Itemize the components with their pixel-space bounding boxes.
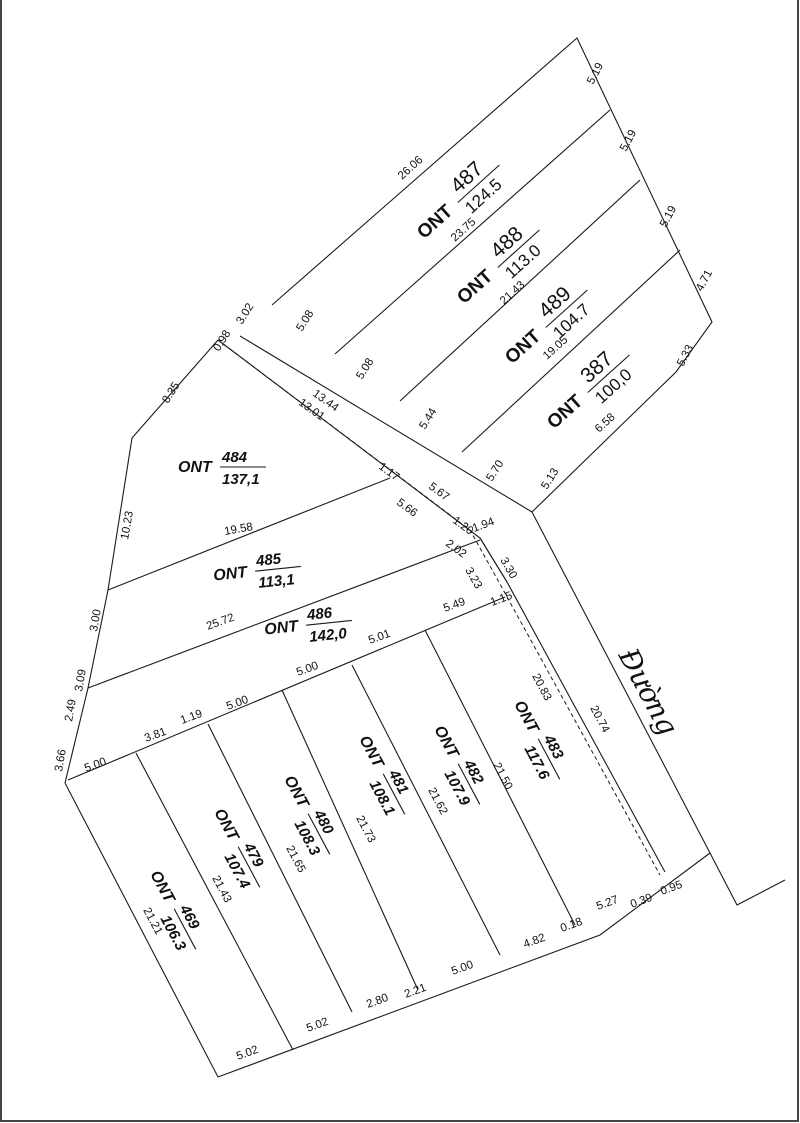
dimension-label: 5.19 <box>658 204 679 229</box>
lot-483-label: ONT 483 117.6 <box>511 698 568 783</box>
dimension-label: 3.66 <box>53 748 69 772</box>
dimension-label: 5.00 <box>83 756 108 775</box>
dimension-label: 3.00 <box>88 608 104 632</box>
svg-text:ONT: ONT <box>264 618 301 639</box>
dimension-label: 25.72 <box>205 612 236 633</box>
dimension-label: 4.82 <box>522 932 547 951</box>
svg-text:ONT: ONT <box>281 773 312 812</box>
dimension-label: 10.23 <box>119 510 136 540</box>
dimension-label: 2.02 <box>443 538 468 561</box>
lot-labels: ONT 487 124.5 ONT 488 113.0 ONT 489 104.… <box>147 157 636 954</box>
road-name: Đường <box>611 642 684 741</box>
dimension-label: 5.02 <box>235 1044 260 1063</box>
svg-text:484: 484 <box>221 449 248 466</box>
boundary-lines <box>64 37 786 1078</box>
dimension-label: 20.74 <box>587 704 611 736</box>
svg-text:ONT: ONT <box>511 698 542 737</box>
dimension-label: 4.71 <box>694 268 715 293</box>
lot-484-label: ONT 484 137,1 <box>178 449 266 488</box>
dimension-label: 19.58 <box>223 521 253 538</box>
svg-text:142,0: 142,0 <box>309 625 349 646</box>
dimension-label: 0.18 <box>559 916 584 935</box>
dimension-label: 5.70 <box>484 458 506 483</box>
dimension-label: 2.49 <box>63 698 79 722</box>
dimension-label: 3.02 <box>234 301 256 326</box>
svg-text:ONT: ONT <box>431 723 462 762</box>
dimension-label: 5.19 <box>585 61 606 86</box>
dimension-label: 20.83 <box>529 672 553 703</box>
svg-text:485: 485 <box>254 550 282 570</box>
dimension-label: 5.00 <box>225 694 250 713</box>
dimension-label: 21.43 <box>498 279 527 307</box>
dimension-label: 0.95 <box>659 879 684 898</box>
svg-text:ONT: ONT <box>147 868 178 907</box>
dimension-label: 5.08 <box>354 356 376 381</box>
dimension-label: 1.94 <box>471 516 497 535</box>
dimension-label: 3.30 <box>497 556 519 581</box>
lot-480-label: ONT 480 108.3 <box>281 773 338 859</box>
dimension-label: 5.66 <box>394 497 419 520</box>
dimension-label: 3.81 <box>143 726 168 745</box>
lot-486-label: ONT 486 142,0 <box>264 604 352 646</box>
dimension-label: 2.80 <box>365 992 390 1011</box>
dimension-labels: 5.19 5.19 5.19 4.71 5.33 26.06 23.75 21.… <box>53 61 715 1063</box>
dimension-label: 5.00 <box>450 959 475 978</box>
dimension-label: 2.21 <box>403 982 428 1001</box>
dimension-label: 5.01 <box>367 628 392 647</box>
dimension-label: 21.43 <box>209 874 233 905</box>
svg-text:137,1: 137,1 <box>222 471 260 488</box>
svg-text:ONT: ONT <box>543 391 587 434</box>
svg-text:ONT: ONT <box>501 326 545 369</box>
dimension-label: 5.44 <box>417 406 439 432</box>
dimension-label: 3.23 <box>462 566 484 591</box>
svg-text:ONT: ONT <box>453 266 497 309</box>
dimension-label: 21.50 <box>490 761 514 792</box>
dimension-label: 5.08 <box>294 308 316 333</box>
lot-485-label: ONT 485 113,1 <box>213 550 301 592</box>
dimension-label: 5.33 <box>675 343 696 368</box>
dimension-label: 21.73 <box>353 814 377 845</box>
svg-text:ONT: ONT <box>356 733 387 772</box>
dimension-label: 26.06 <box>396 154 425 182</box>
dimension-label: 19.05 <box>541 334 570 362</box>
dimension-label: 21.62 <box>425 786 449 817</box>
dimension-label: 1.17 <box>376 461 401 484</box>
svg-text:ONT: ONT <box>213 564 250 585</box>
dimension-label: 0.39 <box>629 892 654 911</box>
dimension-label: 5.13 <box>539 466 561 491</box>
svg-text:486: 486 <box>305 604 333 624</box>
dimension-label: 1.15 <box>489 590 514 609</box>
svg-text:113,1: 113,1 <box>258 571 296 592</box>
dimension-label: 5.27 <box>595 894 620 913</box>
dimension-label: 5.02 <box>305 1016 330 1035</box>
svg-text:ONT: ONT <box>211 806 242 845</box>
dimension-label: 1.19 <box>179 708 204 727</box>
dimension-label: 5.49 <box>442 596 467 615</box>
svg-text:ONT: ONT <box>178 459 213 476</box>
dimension-label: 3.09 <box>73 668 89 692</box>
